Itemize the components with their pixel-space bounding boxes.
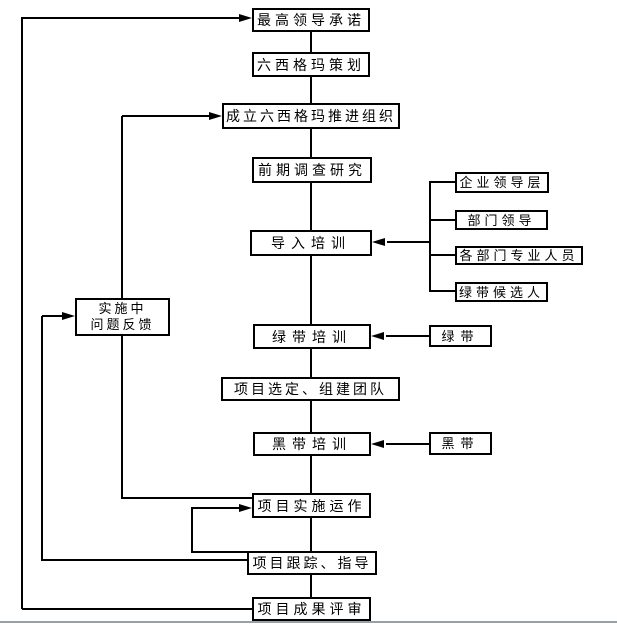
participants-stub-green-belt-candidates xyxy=(429,290,456,292)
flow-box-label: 绿带培训 xyxy=(272,328,352,345)
spine-connector-7 xyxy=(310,401,312,432)
black-belt-line xyxy=(386,443,430,445)
spine-connector-10 xyxy=(310,575,312,597)
flow-box-six-sigma-planning: 六西格玛策划 xyxy=(252,52,370,77)
participant-label: 部门领导 xyxy=(467,212,536,228)
participant-label: 各部门专业人员 xyxy=(459,248,579,263)
loop-tracking-to-feedback-bottom xyxy=(42,559,248,561)
green-belt-label: 绿带 xyxy=(441,328,480,344)
bottom-separator-line xyxy=(0,621,617,623)
arrowhead-into-feedback-box xyxy=(62,312,75,320)
participants-stub-department-specialists xyxy=(429,254,456,256)
flow-box-establish-promotion-organization: 成立六西格玛推进组织 xyxy=(222,103,400,129)
flow-box-project-results-review: 项目成果评审 xyxy=(252,597,371,621)
flow-box-project-implementation: 项目实施运作 xyxy=(252,493,371,518)
arrowhead-into-introduction-training xyxy=(372,238,385,246)
flow-box-label: 六西格玛策划 xyxy=(257,56,365,73)
loop-review-to-commitment-bottom xyxy=(22,608,253,610)
participant-label: 企业领导层 xyxy=(459,175,545,190)
black-belt-label: 黑带 xyxy=(441,436,480,451)
spine-connector-2 xyxy=(310,77,312,103)
spine-connector-6 xyxy=(310,349,312,377)
flow-box-project-selection-team-building: 项目选定、组建团队 xyxy=(221,377,400,401)
loop-tracking-to-implementation-vertical xyxy=(191,507,193,553)
flow-box-label: 项目实施运作 xyxy=(257,497,366,514)
loop-implementation-to-org-vertical-lower xyxy=(121,336,123,499)
arrowhead-into-green-belt-training xyxy=(371,332,384,340)
flow-box-label: 黑带培训 xyxy=(272,436,352,452)
feedback-label-line1: 实施中 xyxy=(98,301,147,316)
flow-box-label: 项目跟踪、指导 xyxy=(252,555,372,571)
loop-tracking-to-feedback-vertical xyxy=(41,316,43,561)
flow-box-label: 最高领导承诺 xyxy=(257,12,365,28)
participants-bracket-vertical xyxy=(429,181,431,292)
spine-connector-1 xyxy=(310,31,312,52)
flow-box-label: 前期调查研究 xyxy=(258,162,366,178)
participants-to-training-line xyxy=(387,241,430,243)
participant-box-department-leaders: 部门领导 xyxy=(455,210,548,230)
spine-connector-5 xyxy=(310,255,312,324)
participant-box-department-specialists: 各部门专业人员 xyxy=(455,246,583,265)
flow-box-introduction-training: 导入培训 xyxy=(250,230,372,256)
feedback-label-line2: 问题反馈 xyxy=(90,317,155,332)
participants-stub-department-leaders xyxy=(429,219,456,221)
flow-box-label: 成立六西格玛推进组织 xyxy=(226,108,396,124)
arrowhead-into-black-belt-training xyxy=(371,440,384,448)
loop-implementation-to-org-vertical-upper xyxy=(121,116,123,298)
green-belt-line xyxy=(386,335,430,337)
flow-box-implementation-problem-feedback: 实施中 问题反馈 xyxy=(75,298,170,336)
participant-box-green-belt-candidates: 绿带候选人 xyxy=(455,282,548,302)
arrowhead-into-top-commitment xyxy=(239,14,252,22)
flow-box-green-belt-training: 绿带培训 xyxy=(253,324,371,349)
spine-connector-8 xyxy=(310,456,312,493)
arrowhead-into-promotion-organization xyxy=(209,112,222,120)
loop-tracking-to-implementation-top xyxy=(192,507,240,509)
flow-box-black-belt-training: 黑带培训 xyxy=(253,432,371,456)
arrowhead-into-implementation xyxy=(239,504,252,512)
participants-stub-enterprise-leadership xyxy=(429,181,456,183)
spine-connector-9 xyxy=(310,518,312,551)
participant-box-enterprise-leadership: 企业领导层 xyxy=(455,172,549,193)
flow-box-top-leadership-commitment: 最高领导承诺 xyxy=(252,8,370,32)
black-belt-box: 黑带 xyxy=(429,432,492,455)
green-belt-box: 绿带 xyxy=(429,325,492,347)
flow-box-label: 导入培训 xyxy=(271,235,351,251)
loop-tracking-to-feedback-top xyxy=(42,315,63,317)
loop-review-to-commitment-vertical xyxy=(21,17,23,609)
loop-review-to-commitment-top xyxy=(22,17,239,19)
flow-box-label: 项目选定、组建团队 xyxy=(234,381,387,397)
flow-box-preliminary-research: 前期调查研究 xyxy=(252,157,372,183)
loop-implementation-to-org-bottom xyxy=(122,497,253,499)
flow-box-project-tracking-guidance: 项目跟踪、指导 xyxy=(247,551,377,575)
loop-implementation-to-org-top xyxy=(122,115,210,117)
spine-connector-3 xyxy=(310,129,312,157)
spine-connector-4 xyxy=(310,183,312,230)
loop-tracking-to-implementation-bottom xyxy=(192,551,248,553)
participant-label: 绿带候选人 xyxy=(458,284,544,300)
flow-box-label: 项目成果评审 xyxy=(257,601,366,617)
